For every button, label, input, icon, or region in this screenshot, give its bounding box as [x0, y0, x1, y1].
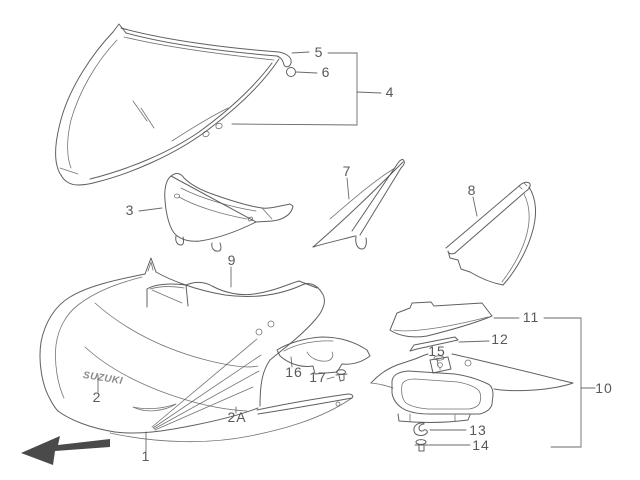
callout-label-12: 12 — [491, 331, 509, 347]
front-cowling: SUZUKI — [39, 257, 354, 443]
callout-label-14: 14 — [472, 437, 490, 453]
side-panel-left — [312, 159, 405, 250]
screw-14 — [414, 439, 429, 452]
callout-label-4: 4 — [386, 84, 395, 100]
callout-label-11: 11 — [523, 309, 540, 325]
direction-arrow-icon — [21, 436, 110, 465]
lock — [429, 355, 452, 374]
callout-label-16: 16 — [285, 364, 303, 380]
inner-panel — [146, 280, 318, 308]
callout-labels: 5 6 4 3 7 8 9 2 2A 1 16 17 15 12 11 10 1… — [93, 44, 613, 464]
bracket-plate — [276, 336, 371, 375]
windscreen-molding — [120, 27, 292, 68]
windscreen — [55, 23, 280, 186]
callout-label-8: 8 — [468, 182, 477, 198]
callout-label-9: 9 — [228, 252, 237, 268]
meter-panel — [164, 173, 294, 252]
clip — [413, 422, 428, 436]
callout-lines — [97, 51, 596, 452]
callout-label-10: 10 — [595, 380, 613, 396]
screw-17 — [335, 369, 348, 382]
grommet — [286, 67, 296, 77]
callout-label-5: 5 — [315, 44, 324, 60]
callout-label-1: 1 — [142, 448, 151, 464]
callout-label-13: 13 — [469, 422, 487, 438]
box-lid — [389, 301, 493, 338]
callout-label-3: 3 — [126, 202, 135, 218]
side-panel-right — [445, 181, 537, 286]
callout-label-2: 2 — [93, 389, 102, 405]
storage-box — [370, 353, 574, 423]
brand-decal: SUZUKI — [82, 370, 123, 387]
callout-label-2a: 2A — [227, 409, 246, 425]
seal-strip — [409, 336, 459, 352]
callout-label-15: 15 — [428, 343, 446, 359]
callout-label-17: 17 — [309, 369, 327, 385]
callout-label-6: 6 — [322, 64, 331, 80]
callout-label-7: 7 — [343, 163, 352, 179]
